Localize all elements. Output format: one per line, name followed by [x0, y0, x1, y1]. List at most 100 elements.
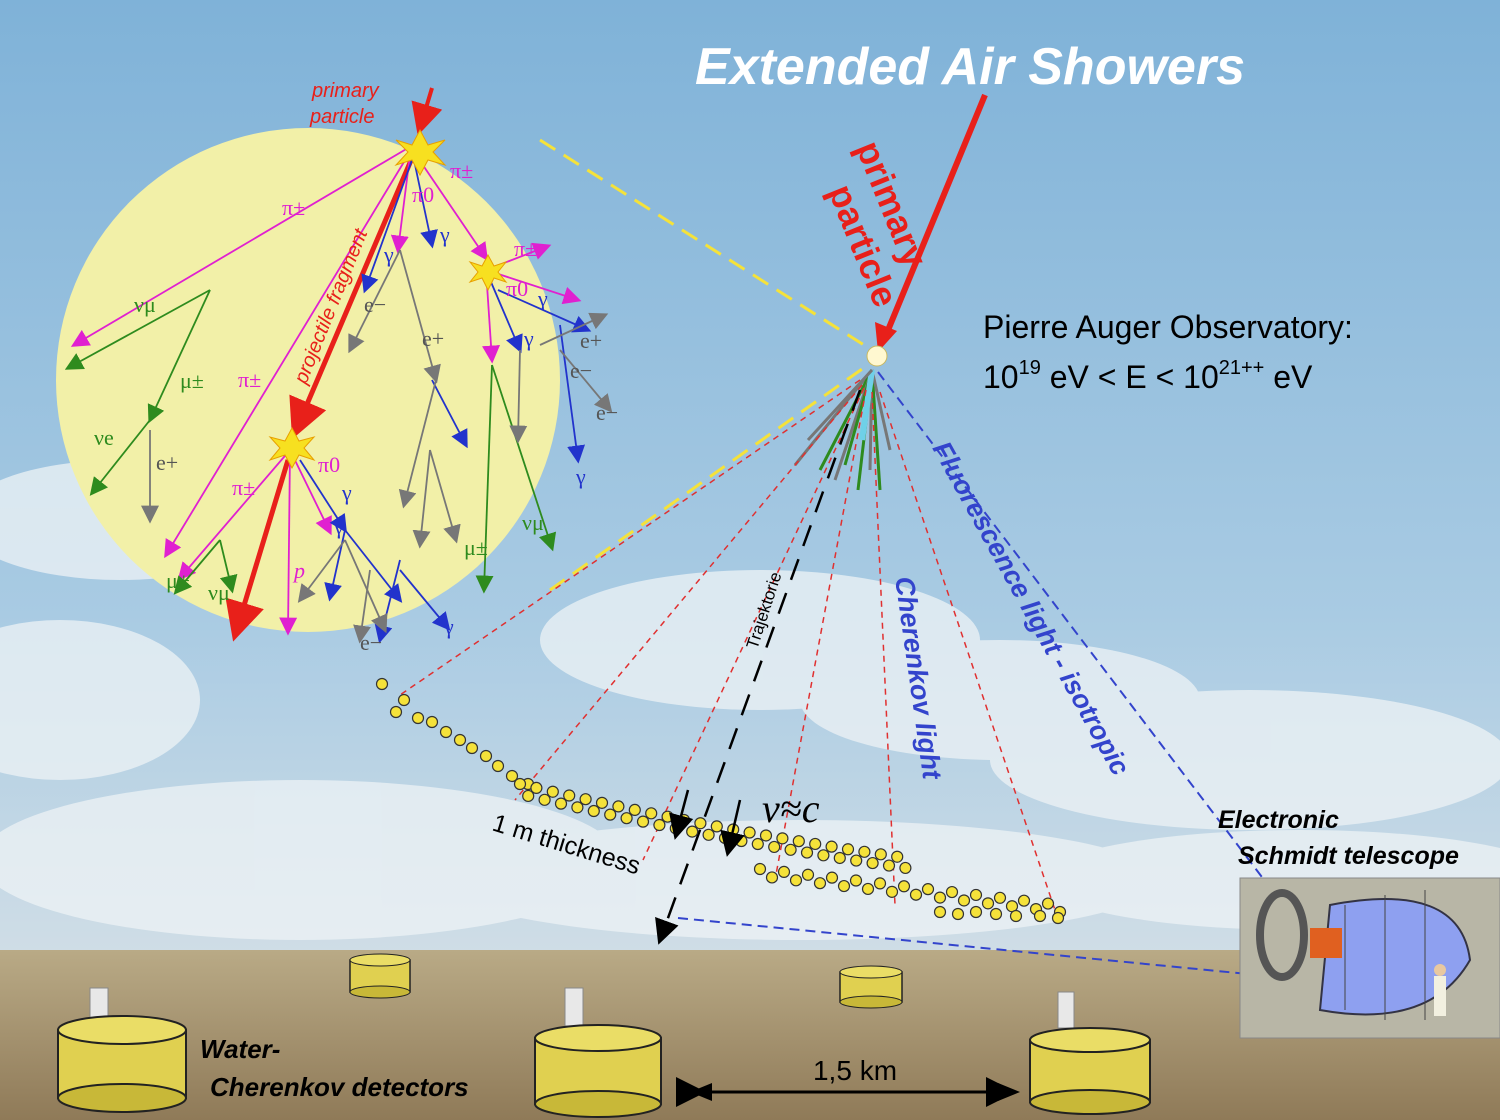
shower-particle: [784, 843, 797, 856]
shower-particle: [825, 871, 839, 884]
shower-particle: [479, 749, 493, 763]
inset-primary-label-2: particle: [309, 106, 374, 128]
primary-arrow-head: [875, 322, 897, 352]
shower-particle: [1009, 909, 1023, 923]
shower-particle: [702, 828, 715, 841]
inset-primary-label-1: primary: [311, 80, 380, 102]
detector-tank: [534, 987, 662, 1118]
particle-label: μ±: [180, 368, 204, 393]
velocity-label: v≈c: [762, 786, 820, 831]
schmidt-telescope-picture: [1239, 877, 1500, 1039]
water-detectors-label-1: Water-: [200, 1034, 280, 1064]
energy-range: 1019 eV < E < 1021++ eV: [983, 357, 1313, 395]
shower-particle: [397, 693, 411, 707]
shower-particle: [833, 851, 846, 865]
shower-particle: [981, 897, 995, 910]
shower-particle: [505, 769, 519, 783]
shower-particle: [899, 861, 912, 875]
shower-particle: [620, 812, 633, 825]
shower-particle: [718, 831, 732, 845]
shower-particle: [873, 877, 887, 890]
shower-particle: [933, 905, 947, 919]
shower-particle: [375, 677, 389, 691]
shower-particle: [765, 871, 779, 884]
inset-primary-arrow: [411, 87, 443, 136]
particle-label: e+: [422, 326, 444, 351]
shower-particle: [969, 905, 983, 919]
velocity-arrow-2: [720, 799, 745, 857]
particle-label: p: [292, 558, 305, 583]
water-detectors-label-2: Cherenkov detectors: [210, 1072, 469, 1102]
particle-label: e+: [156, 450, 178, 475]
shower-particle: [993, 891, 1007, 904]
particle-label: γ: [537, 286, 548, 311]
particle-label: μ±: [166, 568, 190, 593]
interaction-star: [468, 253, 508, 292]
shower-particle: [554, 797, 568, 810]
shower-particle: [933, 891, 947, 904]
shower-particle: [579, 793, 592, 806]
particle-label: e−: [360, 630, 382, 655]
shower-particle: [891, 850, 904, 863]
shower-particle: [411, 711, 425, 725]
particle-label: γ: [333, 514, 344, 539]
particle-label: νμ: [134, 292, 156, 317]
particle-label: π±: [282, 195, 305, 220]
detector-tank: [1029, 991, 1151, 1115]
shower-particle: [710, 820, 723, 833]
detector-tank: [57, 987, 187, 1113]
page-title: Extended Air Showers: [695, 38, 1245, 96]
shower-particle: [921, 883, 935, 896]
shower-particle: [604, 808, 617, 821]
shower-particle: [768, 840, 781, 854]
shower-particle: [439, 725, 453, 739]
particle-label: γ: [523, 326, 534, 351]
shower-particle: [813, 877, 827, 890]
shower-particle: [653, 818, 666, 832]
particle-label: νμ: [208, 580, 230, 605]
particle-label: νe: [94, 425, 114, 450]
particle-label: π±: [238, 367, 261, 392]
shower-particle: [465, 741, 479, 755]
particle-label: γ: [575, 464, 586, 489]
telescope-label-1: Electronic: [1218, 806, 1339, 834]
shower-particle: [513, 777, 527, 791]
detector-tank: [839, 965, 903, 1009]
shower-particle: [861, 882, 875, 896]
shower-particle: [957, 894, 971, 907]
particle-label: e−: [596, 400, 618, 425]
particle-label: γ: [341, 480, 352, 505]
particle-label: π±: [450, 158, 473, 183]
shower-particle: [563, 789, 576, 802]
particle-label: μ±: [464, 535, 488, 560]
cherenkov-cone-lines: [399, 379, 1056, 911]
shower-particle: [951, 907, 965, 921]
shower-particle: [587, 804, 600, 818]
shower-particle: [897, 880, 911, 893]
particle-label: π±: [514, 236, 537, 261]
shower-particle: [538, 793, 551, 806]
shower-particle: [751, 837, 764, 851]
shower-particle: [628, 803, 641, 817]
interaction-star: [268, 426, 316, 470]
shower-particle: [595, 796, 609, 809]
shower-particle: [636, 815, 650, 828]
shower-particle: [800, 846, 814, 859]
interaction-star: [394, 128, 447, 177]
shower-particle: [969, 888, 983, 902]
detector-tank: [349, 953, 411, 999]
shower-core-tracks: [793, 368, 892, 491]
shower-particle: [522, 789, 535, 803]
particle-label: γ: [439, 222, 450, 247]
shower-particle: [837, 879, 851, 893]
shower-particle: [571, 801, 584, 814]
shower-particle: [945, 885, 959, 899]
particle-label: νμ: [522, 510, 544, 535]
shower-particle: [885, 885, 899, 898]
inset-circle: [56, 128, 560, 632]
fluorescence-ray: [877, 371, 1269, 886]
shower-particle: [882, 859, 896, 872]
shower-particle: [866, 856, 879, 870]
particle-label: π0: [506, 276, 528, 301]
